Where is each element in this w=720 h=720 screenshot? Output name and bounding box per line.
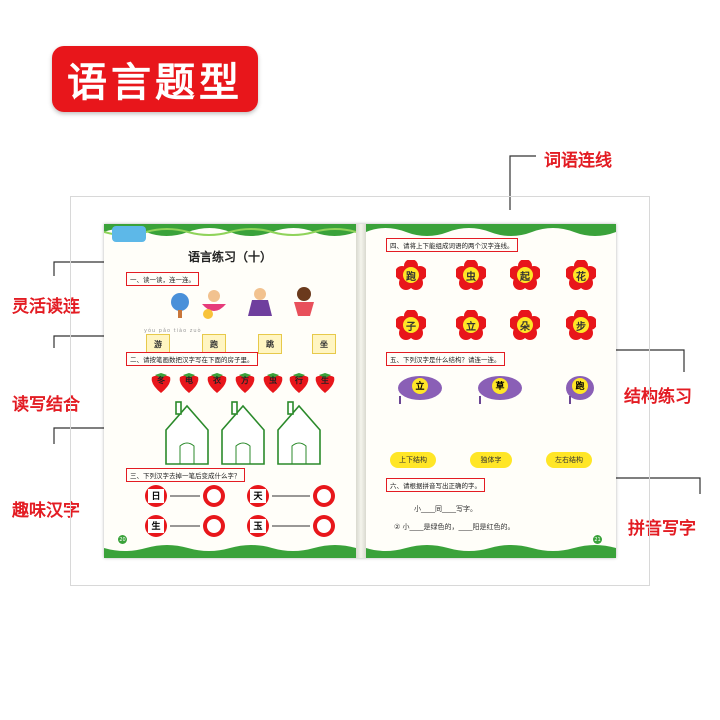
option-single: 独体字 — [470, 452, 512, 468]
workbook: 语言练习（十） 一、读一读，连一连。 yóu pǎo tiào zuò 游 跑 … — [104, 224, 616, 558]
char-tian: 天 — [253, 492, 263, 502]
word-tile-1: 游 — [146, 334, 170, 354]
label-flexible: 灵活读连 — [12, 297, 80, 317]
char-text: 子 — [406, 321, 416, 333]
book-frame — [70, 196, 650, 586]
top-wave — [366, 224, 616, 236]
title-badge: 语言题型 — [52, 46, 258, 112]
word-tile-2: 跑 — [202, 334, 226, 354]
strawberry-char-4: 方 — [234, 372, 256, 393]
flower-top-4: 花 — [565, 259, 597, 290]
flower-bottom-3: 朵 — [509, 309, 541, 340]
option-left-right: 左右结构 — [546, 452, 592, 468]
word-tile-4: 坐 — [312, 334, 336, 354]
strawberry-char-5: 虫 — [262, 372, 284, 393]
char-text: 虫 — [269, 376, 277, 385]
page-title: 语言练习（十） — [188, 250, 273, 264]
label-structure: 结构练习 — [624, 387, 692, 407]
strawberry-char-6: 行 — [288, 372, 310, 393]
flower-top-2: 虫 — [455, 259, 487, 290]
illustration-kids — [171, 287, 314, 319]
char-ri: 日 — [151, 492, 161, 502]
strawberry-char-7: 生 — [314, 372, 336, 393]
flower-bottom-1: 子 — [395, 309, 427, 340]
question-2: 二、请按笔画数把汉字写在下面的房子里。 — [126, 352, 258, 366]
elephants — [398, 376, 594, 404]
option-top-bottom: 上下结构 — [390, 452, 436, 468]
left-page: 语言练习（十） 一、读一读，连一连。 yóu pǎo tiào zuò 游 跑 … — [104, 224, 356, 558]
right-page: 四、请将上下能组成词语的两个汉字连线。 跑 虫 起 花 子 立 朵 步 五、下列… — [366, 224, 616, 558]
strawberry-char-2: 电 — [178, 372, 200, 393]
char-text: 步 — [576, 321, 586, 333]
char-yu: 玉 — [253, 522, 263, 532]
fill-line-1: 小____同____写字。 — [414, 505, 477, 513]
strawberry-char-1: 冬 — [150, 372, 172, 393]
char-text: 朵 — [520, 321, 530, 333]
fill-line-2: ② 小____是绿色的，____阳是红色的。 — [394, 523, 515, 531]
page-number-right: 21 — [593, 535, 602, 544]
flower-bottom-4: 步 — [565, 309, 597, 340]
flower-top-3: 起 — [509, 259, 541, 290]
struct-char-1: 立 — [415, 382, 425, 392]
label-read-write: 读写结合 — [12, 395, 80, 415]
char-text: 虫 — [466, 271, 476, 283]
houses-illustration — [165, 401, 321, 465]
char-text: 花 — [576, 271, 586, 283]
label-word-match: 词语连线 — [544, 151, 612, 171]
label-pinyin: 拼音写字 — [628, 519, 696, 539]
fun-chars-matches — [145, 485, 335, 537]
top-wave — [104, 224, 356, 236]
struct-char-2: 草 — [495, 382, 505, 392]
strawberry-char-3: 衣 — [206, 372, 228, 393]
char-text: 冬 — [157, 376, 165, 385]
question-5: 五、下列汉字是什么结构？请连一连。 — [386, 352, 505, 366]
word-tile-3: 跳 — [258, 334, 282, 354]
char-text: 立 — [466, 321, 476, 333]
char-sheng: 生 — [151, 522, 161, 532]
flower-bottom-2: 立 — [455, 309, 487, 340]
question-3: 三、下列汉字去掉一笔后变成什么字？ — [126, 468, 245, 482]
bottom-wave — [366, 545, 616, 558]
pinyin-row-1: yóu pǎo tiào zuò — [144, 328, 202, 334]
char-text: 生 — [321, 376, 329, 385]
book-spine — [356, 224, 366, 558]
page-number-left: 20 — [118, 535, 127, 544]
char-text: 电 — [185, 376, 193, 385]
question-1: 一、读一读，连一连。 — [126, 272, 199, 286]
bottom-wave — [104, 545, 356, 558]
char-text: 跑 — [406, 271, 416, 283]
struct-char-3: 跑 — [575, 382, 585, 392]
label-fun-chars: 趣味汉字 — [12, 501, 80, 521]
char-text: 起 — [520, 271, 530, 283]
logo-badge — [112, 226, 146, 242]
question-4: 四、请将上下能组成词语的两个汉字连线。 — [386, 238, 518, 252]
badge-title: 语言题型 — [67, 60, 243, 106]
question-6: 六、请根据拼音写出正确的字。 — [386, 478, 485, 492]
flower-top-1: 跑 — [395, 259, 427, 290]
char-text: 行 — [295, 376, 303, 385]
char-text: 方 — [241, 376, 249, 385]
char-text: 衣 — [213, 376, 221, 385]
